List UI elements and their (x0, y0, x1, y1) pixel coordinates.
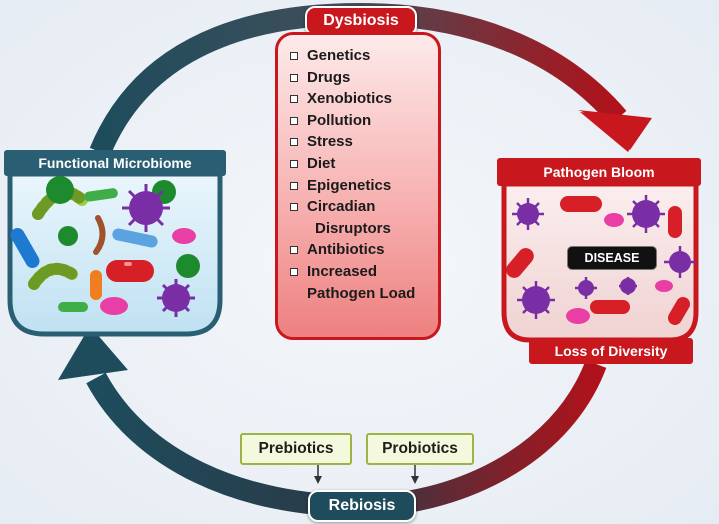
checkbox-bullet-icon (290, 73, 298, 82)
checkbox-bullet-icon (290, 159, 298, 168)
dysbiosis-factors-list: Genetics Drugs Xenobiotics Pollution Str… (290, 45, 430, 304)
factor-item: Antibiotics (290, 239, 430, 261)
factor-item: Drugs (290, 67, 430, 89)
healthy-bacteria (10, 176, 200, 317)
factor-item: Pollution (290, 110, 430, 132)
factor-item: Epigenetics (290, 175, 430, 197)
functional-microbiome-title: Functional Microbiome (4, 150, 226, 176)
rebiosis-arrowhead (58, 326, 128, 380)
checkbox-bullet-icon (290, 246, 298, 255)
checkbox-bullet-icon (290, 181, 298, 190)
supplement-arrows (314, 463, 419, 484)
checkbox-bullet-icon (290, 267, 298, 276)
checkbox-bullet-icon (290, 116, 298, 125)
disease-label: DISEASE (567, 246, 657, 270)
checkbox-bullet-icon (290, 95, 298, 104)
pathogen-bacteria (506, 195, 696, 325)
checkbox-bullet-icon (290, 203, 298, 212)
factor-item: Xenobiotics (290, 88, 430, 110)
checkbox-bullet-icon (290, 52, 298, 60)
factor-item: Diet (290, 153, 430, 175)
factor-item: Stress (290, 131, 430, 153)
functional-microbiome-tank (7, 171, 223, 337)
dysbiosis-factors-box: Genetics Drugs Xenobiotics Pollution Str… (275, 32, 441, 340)
checkbox-bullet-icon (290, 138, 298, 147)
probiotics-box: Probiotics (366, 433, 474, 465)
rebiosis-label: Rebiosis (308, 490, 416, 522)
factor-item: Genetics (290, 45, 430, 67)
loss-of-diversity-label: Loss of Diversity (529, 338, 693, 364)
prebiotics-box: Prebiotics (240, 433, 352, 465)
pathogen-bloom-title: Pathogen Bloom (497, 158, 701, 186)
